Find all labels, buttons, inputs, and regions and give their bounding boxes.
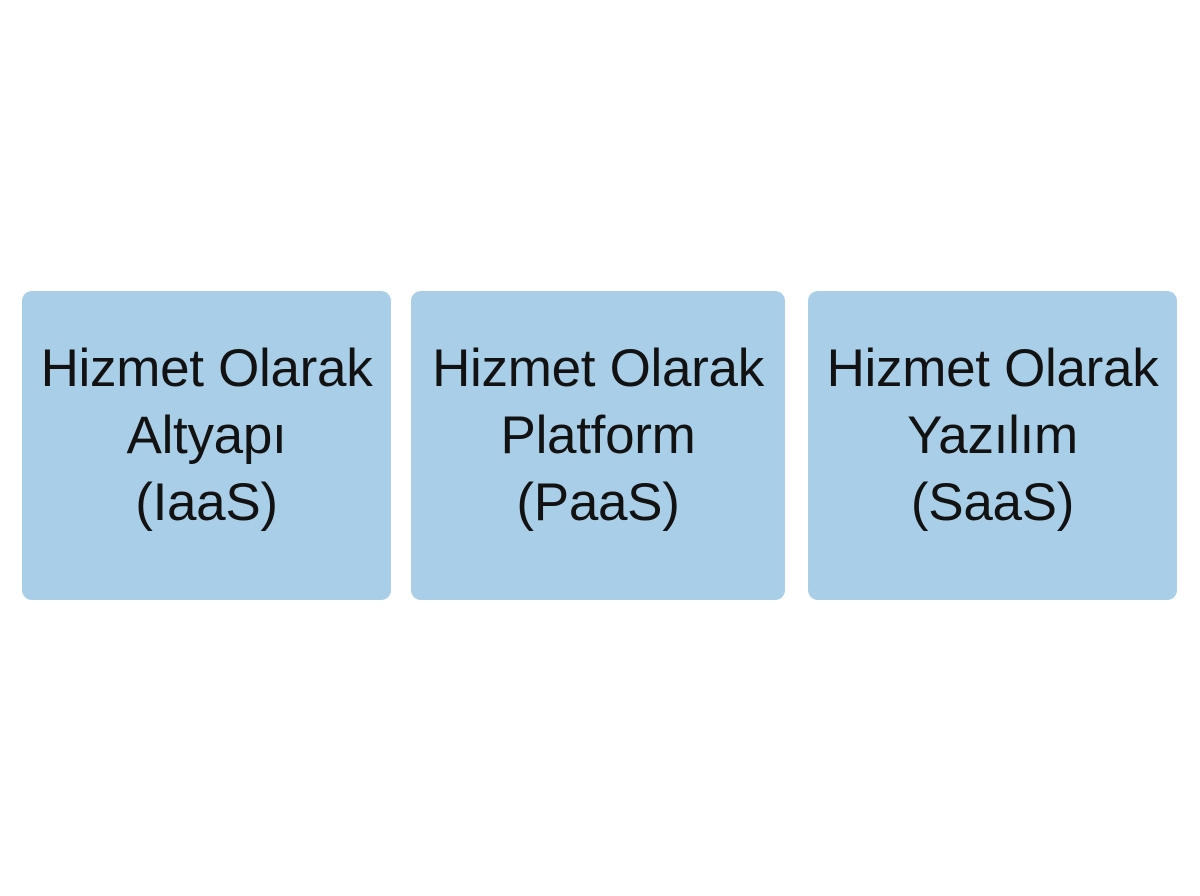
service-model-label-saas: Hizmet Olarak Yazılım (SaaS) [826, 339, 1159, 532]
service-model-card-iaas[interactable]: Hizmet Olarak Altyapı (IaaS) [22, 291, 391, 600]
service-model-label-iaas: Hizmet Olarak Altyapı (IaaS) [40, 339, 373, 532]
service-model-card-paas[interactable]: Hizmet Olarak Platform (PaaS) [411, 291, 785, 600]
service-model-card-row: Hizmet Olarak Altyapı (IaaS) Hizmet Olar… [0, 291, 1200, 600]
service-model-card-saas[interactable]: Hizmet Olarak Yazılım (SaaS) [808, 291, 1177, 600]
service-model-label-paas: Hizmet Olarak Platform (PaaS) [432, 339, 764, 532]
